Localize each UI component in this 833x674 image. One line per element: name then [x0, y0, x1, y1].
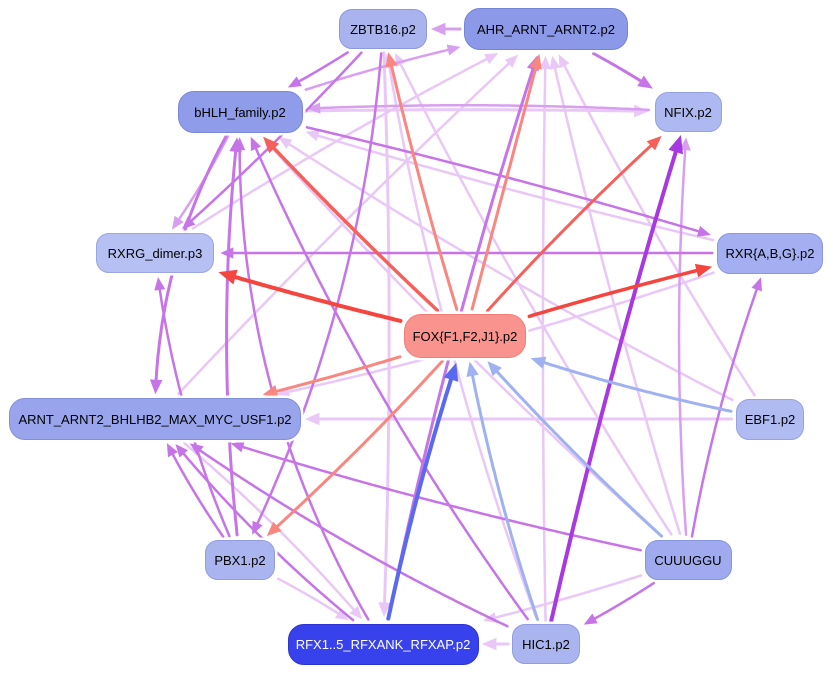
node-cuuuggu[interactable]: CUUUGGU [644, 540, 732, 580]
node-label: EBF1.p2 [744, 411, 796, 427]
node-label: FOX{F1,F2,J1}.p2 [412, 328, 518, 344]
node-label: PBX1.p2 [214, 552, 266, 568]
node-rxrg-dimer[interactable]: RXRG_dimer.p3 [96, 233, 214, 273]
node-ahr-arnt-arnt2[interactable]: AHR_ARNT_ARNT2.p2 [464, 8, 628, 50]
node-label: CUUUGGU [654, 552, 722, 568]
node-label: NFIX.p2 [664, 104, 712, 120]
node-zbtb16[interactable]: ZBTB16.p2 [339, 9, 427, 49]
node-rfx1-5-rfxank-rfxap[interactable]: RFX1..5_RFXANK_RFXAP.p2 [287, 623, 479, 665]
node-label: RFX1..5_RFXANK_RFXAP.p2 [295, 636, 471, 652]
node-label: ZBTB16.p2 [350, 21, 416, 37]
node-ebf1[interactable]: EBF1.p2 [736, 398, 804, 440]
node-pbx1[interactable]: PBX1.p2 [205, 540, 275, 580]
node-label: HIC1.p2 [522, 636, 570, 652]
node-arnt-arnt2-bhlhb2-max-myc-usf1[interactable]: ARNT_ARNT2_BHLHB2_MAX_MYC_USF1.p2 [9, 398, 301, 440]
node-label: RXRG_dimer.p3 [107, 245, 203, 261]
node-label: ARNT_ARNT2_BHLHB2_MAX_MYC_USF1.p2 [18, 411, 292, 427]
node-bhlh-family[interactable]: bHLH_family.p2 [177, 91, 303, 133]
node-fox-f1f2j1[interactable]: FOX{F1,F2,J1}.p2 [404, 314, 526, 358]
node-nfix[interactable]: NFIX.p2 [654, 92, 722, 132]
node-label: AHR_ARNT_ARNT2.p2 [477, 21, 615, 37]
node-hic1[interactable]: HIC1.p2 [512, 624, 580, 664]
node-label: bHLH_family.p2 [194, 104, 286, 120]
node-label: RXR{A,B,G}.p2 [725, 245, 815, 261]
node-rxr-abg[interactable]: RXR{A,B,G}.p2 [717, 232, 823, 274]
